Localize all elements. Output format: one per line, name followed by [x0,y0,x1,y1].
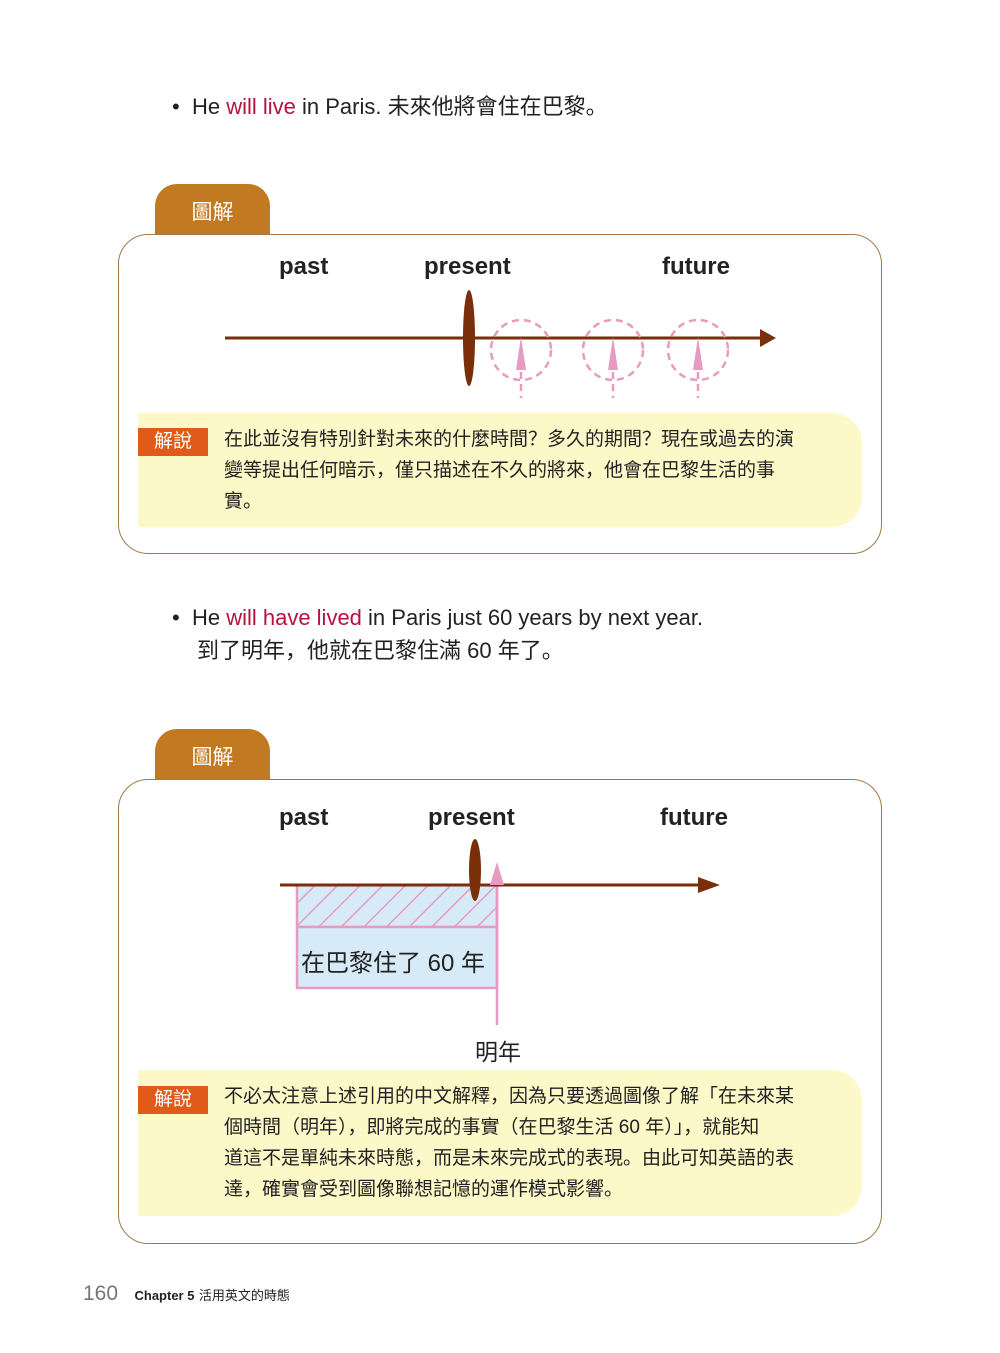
chapter-label: Chapter 5 [134,1288,195,1303]
present-marker [469,839,481,901]
label-past: past [279,804,329,831]
label-past: past [279,253,329,280]
page-number: 160 [83,1282,119,1305]
label-present: present [428,804,515,831]
explanation-tag: 解說 [138,428,208,456]
diagram-tab: 圖解 [155,729,270,779]
bullet: • [172,94,180,119]
chapter-title: 活用英文的時態 [198,1288,290,1303]
sentence-text: in Paris just 60 years by next year. [361,605,704,630]
verb-highlight: will live [226,94,296,119]
explanation-line: 不必太注意上述引用的中文解釋，因為只要透過圖像了解「在未來某 [224,1086,795,1107]
hatched-duration [295,883,499,929]
pink-arrow-icons [516,337,703,370]
sentence-text: in Paris. 未來他將會住在巴黎。 [295,94,608,119]
sentence-text: He [191,605,227,630]
timeline-1 [225,290,776,398]
label-present: present [424,253,511,280]
next-year-label: 明年 [475,1039,521,1065]
arrow-head-icon [760,329,776,347]
sentence-text: He [191,94,227,119]
page-footer: 160 Chapter 5 活用英文的時態 [83,1282,290,1306]
pink-arrow-icon [490,862,504,885]
sentence-translation: 到了明年，他就在巴黎住滿 60 年了。 [197,638,564,663]
arrow-head-icon [698,877,720,893]
explanation-line: 在此並沒有特別針對未來的什麼時間？多久的期間？現在或過去的演 [224,429,795,450]
diagram-tab: 圖解 [155,184,270,234]
bullet: • [172,605,180,630]
explanation-text: 不必太注意上述引用的中文解釋，因為只要透過圖像了解「在未來某 個時間（明年），即… [224,1081,794,1205]
explanation-text: 在此並沒有特別針對未來的什麼時間？多久的期間？現在或過去的演 變等提出任何暗示，… [224,424,794,517]
explanation-band [138,413,862,527]
duration-label: 在巴黎住了 60 年 [301,950,486,977]
verb-highlight: will have lived [226,605,362,630]
explanation-line: 實。 [224,491,263,512]
explanation-line: 達，確實會受到圖像聯想記憶的運作模式影響。 [224,1179,624,1200]
explanation-line: 變等提出任何暗示，僅只描述在不久的將來，他會在巴黎生活的事 [224,460,776,481]
present-marker [463,290,475,386]
explanation-line: 道這不是單純未來時態，而是未來完成式的表現。由此可知英語的表 [224,1148,795,1169]
explanation-band [138,1070,862,1216]
example-sentence-1: • He will live in Paris. 未來他將會住在巴黎。 [172,90,608,123]
label-future: future [660,804,728,831]
timeline-2 [280,839,720,1025]
label-future: future [662,253,730,280]
explanation-line: 個時間（明年），即將完成的事實（在巴黎生活 60 年）」，就能知 [224,1117,760,1138]
explanation-tag: 解說 [138,1086,208,1114]
example-sentence-2: • He will have lived in Paris just 60 ye… [172,601,703,667]
